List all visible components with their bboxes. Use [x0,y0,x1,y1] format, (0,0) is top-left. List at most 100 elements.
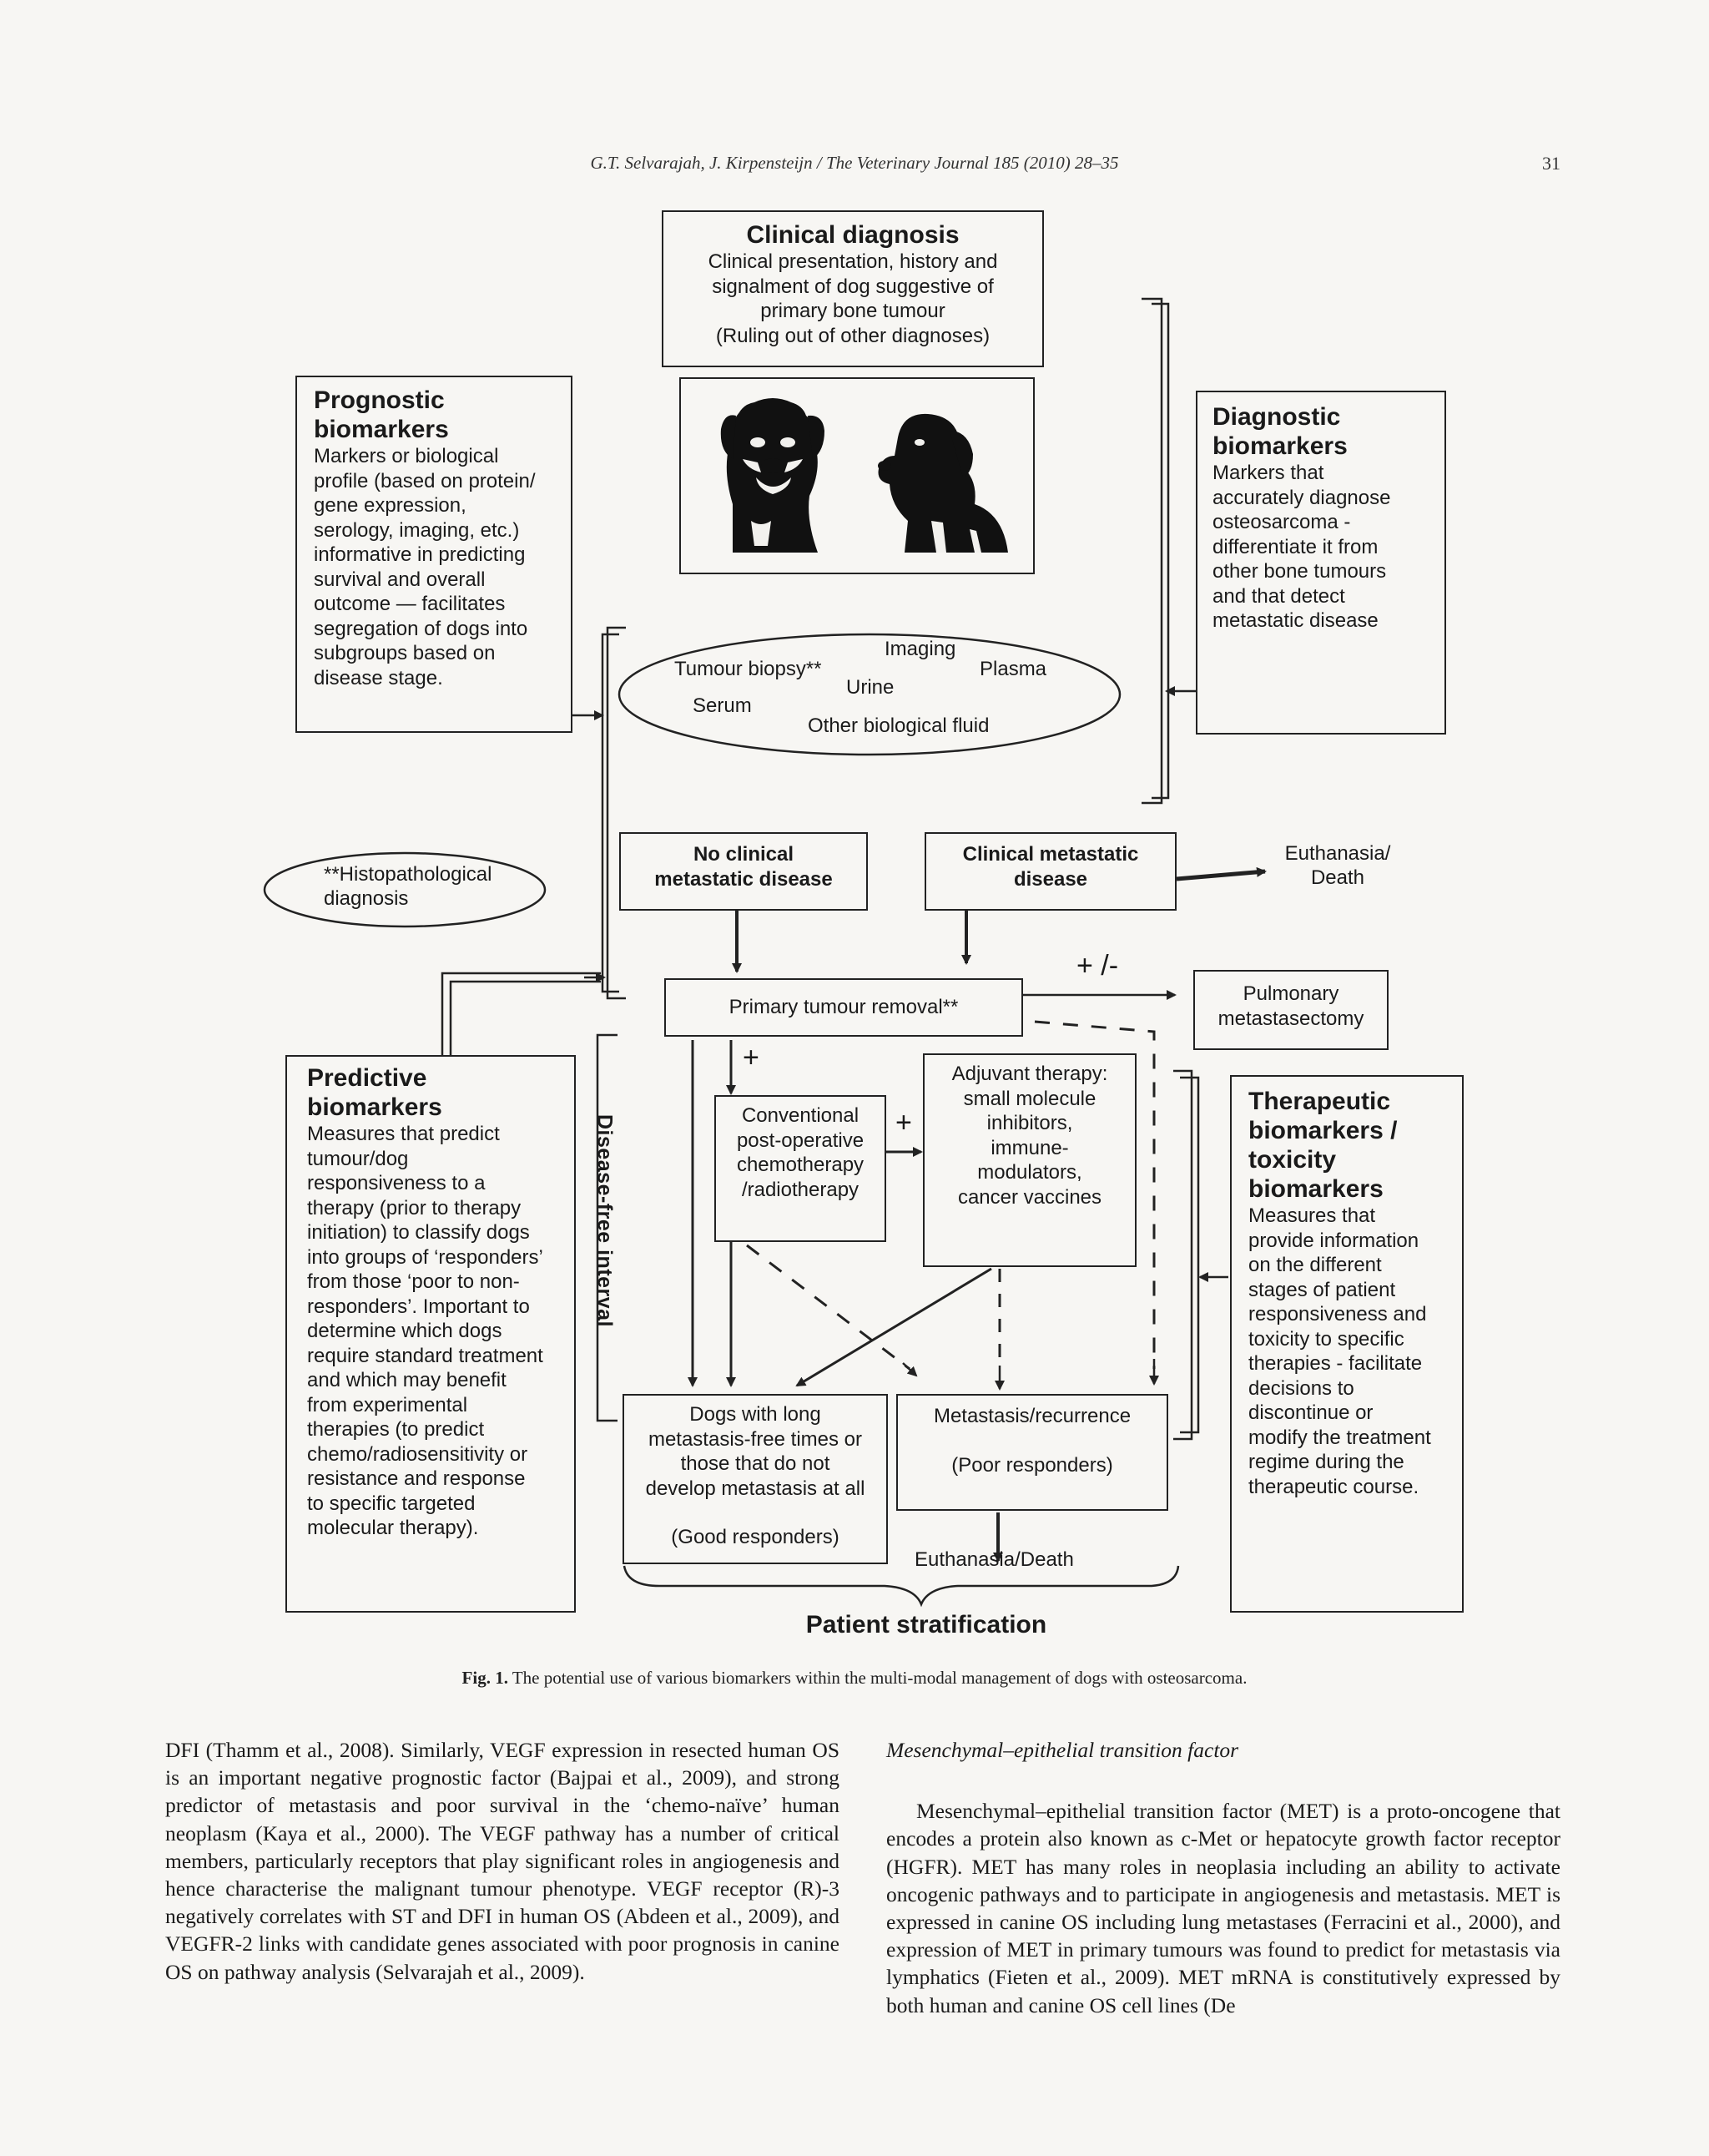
therapeutic-title: Therapeutic [1248,1088,1391,1115]
no-clinical-line: metastatic disease [654,867,833,891]
predictive-line: Measures that predict [307,1123,500,1145]
sample-serum: Serum [693,694,752,717]
adjuvant-therapy-box: Adjuvant therapy: small molecule inhibit… [923,1053,1137,1267]
clinical-diagnosis-box: Clinical diagnosis Clinical presentation… [662,210,1044,367]
therapeutic-title: biomarkers [1248,1175,1384,1203]
conventional-line: post-operative [736,1128,865,1152]
page-number: 31 [1542,153,1560,174]
caption-label: Fig. 1. [461,1668,508,1688]
predictive-line: into groups of ‘responders’ [307,1245,543,1269]
clinical-diagnosis-line: (Ruling out of other diagnoses) [715,324,991,347]
dog-silhouettes-image [720,398,1008,553]
predictive-line: responders’. Important to [307,1295,530,1318]
poor-responders-line: Metastasis/recurrence [933,1405,1132,1427]
euthanasia-death-bottom: Euthanasia/Death [915,1548,1074,1571]
adjuvant-line: cancer vaccines [957,1185,1102,1209]
good-responders-line: Dogs with long [689,1403,821,1426]
clinical-metastatic-line: Clinical metastatic [962,843,1139,866]
therapeutic-line: therapeutic course. [1248,1475,1419,1498]
predictive-line: tumour/dog [307,1147,409,1170]
good-responders-line: metastasis-free times or [648,1427,863,1451]
clinical-diagnosis-line: signalment of dog suggestive of [712,275,994,298]
predictive-line: therapies (to predict [307,1418,485,1441]
conventional-line: Conventional [741,1104,860,1127]
therapeutic-biomarkers-box: Therapeutic biomarkers / toxicity biomar… [1230,1075,1464,1613]
predictive-line: chemo/radiosensitivity or [307,1442,528,1466]
clinical-diagnosis-title: Clinical diagnosis [746,221,960,249]
primary-removal-label: Primary tumour removal** [728,996,959,1018]
conventional-line: chemotherapy [736,1154,865,1176]
therapeutic-line: Measures that [1248,1204,1376,1227]
diagnostic-biomarkers-box: Diagnostic biomarkers Markers that accur… [1196,391,1446,735]
therapeutic-line: on the different [1248,1254,1382,1276]
therapeutic-title: biomarkers / [1248,1117,1398,1144]
sample-other-fluid: Other biological fluid [808,714,990,737]
prognostic-line: outcome — facilitates [314,593,506,615]
therapeutic-line: modify the treatment [1248,1426,1431,1449]
predictive-biomarkers-box: Predictive biomarkers Measures that pred… [285,1055,576,1613]
prognostic-line: Markers or biological [314,445,499,467]
diagnostic-line: osteosarcoma - [1212,511,1351,533]
therapeutic-line: decisions to [1248,1376,1354,1400]
good-responders-box: Dogs with long metastasis-free times or … [623,1394,888,1564]
diagnostic-line: differentiate it from [1212,535,1379,558]
histopathological-label: **Histopathological [324,863,492,886]
diagnostic-title: biomarkers [1212,432,1348,460]
conventional-therapy-box: Conventional post-operative chemotherapy… [714,1095,886,1242]
diagnostic-line: accurately diagnose [1212,486,1391,509]
clinical-metastatic-box: Clinical metastatic disease [925,832,1177,911]
running-head: G.T. Selvarajah, J. Kirpensteijn / The V… [590,153,1119,173]
prognostic-line: subgroups based on [314,642,496,664]
sample-plasma: Plasma [980,658,1047,680]
sample-imaging: Imaging [885,638,956,660]
euthanasia-line: Euthanasia/ [1284,842,1391,865]
figure-caption: Fig. 1. The potential use of various bio… [0,1668,1709,1689]
prognostic-line: profile (based on protein/ [314,469,536,492]
prognostic-line: informative in predicting [314,543,526,566]
predictive-line: and which may benefit [307,1369,507,1391]
clinical-diagnosis-line: Clinical presentation, history and [708,250,998,273]
predictive-line: resistance and response [307,1467,526,1490]
predictive-line: responsiveness to a [307,1172,486,1194]
pulmonary-metastasectomy-box: Pulmonary metastasectomy [1193,970,1389,1050]
predictive-line: from experimental [307,1393,468,1416]
prognostic-line: survival and overall [314,568,486,591]
therapeutic-line: provide information [1248,1229,1419,1252]
clinical-diagnosis-line: primary bone tumour [760,300,945,322]
therapeutic-title: toxicity [1248,1146,1337,1174]
diagnostic-line: Markers that [1212,462,1324,484]
histopathological-label: diagnosis [324,887,409,910]
diagnostic-line: metastatic disease [1212,609,1379,632]
predictive-line: initiation) to classify dogs [307,1221,530,1244]
plus-symbol: + [743,1042,759,1073]
plus-minus-symbol: + /- [1076,950,1119,982]
prognostic-line: gene expression, [314,494,466,517]
pulmonary-line: metastasectomy [1217,1007,1364,1030]
figure-connectors [263,297,1267,1608]
adjuvant-line: inhibitors, [986,1112,1073,1134]
prognostic-line: disease stage. [314,666,443,689]
poor-responders-line: (Poor responders) [951,1453,1113,1477]
primary-tumour-removal-box: Primary tumour removal** [664,978,1023,1037]
diagnostic-title: Diagnostic [1212,403,1341,431]
diagnostic-line: other bone tumours [1212,560,1387,583]
good-responders-line: develop metastasis at all [645,1477,865,1500]
therapeutic-line: stages of patient [1248,1278,1396,1301]
body-paragraph: Mesenchymal–epithelial transition factor… [886,1799,1560,2017]
predictive-line: molecular therapy). [307,1517,479,1539]
prognostic-line: segregation of dogs into [314,617,528,640]
conventional-line: /radiotherapy [741,1178,860,1201]
sample-tumour-biopsy: Tumour biopsy** [674,658,822,680]
body-column-right: Mesenchymal–epithelial transition factor… [886,1736,1560,2019]
therapeutic-line: therapies - facilitate [1248,1352,1423,1375]
good-responders-line: (Good responders) [671,1526,839,1548]
caption-text: The potential use of various biomarkers … [512,1668,1248,1688]
clinical-metastatic-line: disease [1013,867,1088,891]
predictive-line: from those ‘poor to non- [307,1270,520,1293]
section-heading: Mesenchymal–epithelial transition factor [886,1738,1239,1762]
sample-urine: Urine [846,676,895,699]
adjuvant-line: modulators, [977,1161,1082,1184]
body-column-left: DFI (Thamm et al., 2008). Similarly, VEG… [165,1736,839,1986]
prognostic-title: biomarkers [314,416,449,443]
euthanasia-death-top: Euthanasia/ Death [1267,841,1409,890]
